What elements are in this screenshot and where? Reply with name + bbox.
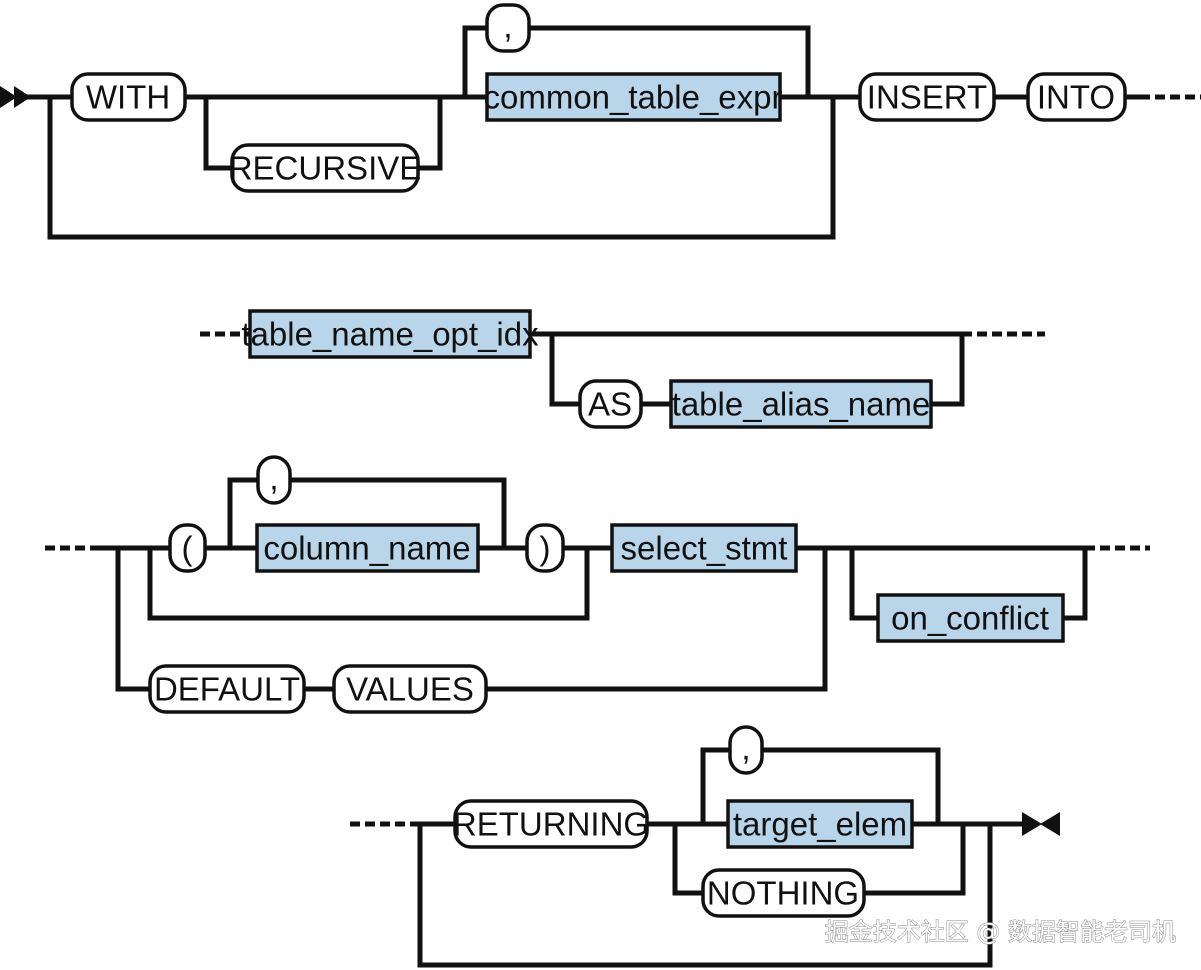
comma-target: , [741,730,750,767]
on-conflict-box [876,593,1065,643]
rparen-box [525,523,565,573]
common-table-expr: common_table_expr [484,79,783,116]
row-with-insert-into: WITH RECURSIVE , common_table_expr INSER… [0,3,1201,240]
target-elem-box [726,799,914,849]
table-name-opt-idx: table_name_opt_idx [241,316,539,353]
nothing-keyword-box [701,868,866,918]
returning-keyword: RETURNING [453,806,649,843]
into-keyword-box [1026,72,1127,122]
insert-keyword: INSERT [867,79,987,116]
nothing-keyword: NOTHING [707,875,859,912]
comma-col: , [269,460,278,497]
row-returning: RETURNING , target_elem NOTHING [350,725,1060,968]
table-name-opt-idx-box [248,309,532,359]
with-keyword-box [70,72,187,122]
returning-keyword-box [453,799,649,849]
default-keyword: DEFAULT [154,671,300,708]
comma-target-box [728,725,764,775]
end-bar-icon [1040,812,1060,836]
table-alias-name-box [669,379,933,429]
with-keyword: WITH [86,79,170,116]
start-arrow-icon [0,86,17,108]
recursive-keyword: RECURSIVE [229,150,422,187]
insert-keyword-box [858,72,996,122]
lparen: ( [182,530,193,567]
row3-default-values-wire [115,545,828,692]
on-conflict: on_conflict [891,600,1049,637]
row4-main-wire [417,747,1025,896]
comma-col-box [256,455,292,505]
row1-skip-with-wire [47,94,836,240]
into-keyword: INTO [1037,79,1115,116]
row4-skip-returning-wire [417,821,993,968]
as-keyword: AS [588,386,632,423]
default-keyword-box [148,664,306,714]
watermark: 掘金技术社区 @ 数据智能老司机 [825,918,1176,946]
lparen-box [168,523,207,573]
comma-cte-box [485,3,531,53]
target-elem: target_elem [733,806,907,843]
column-name-box [255,523,480,573]
comma-cte: , [503,8,512,45]
row-values-source: ( , column_name ) select_stmt on_conflic… [45,455,1150,714]
end-arrow-icon [1022,812,1042,836]
start-arrow-icon-2 [14,86,31,108]
row3-optional-columns-wire [147,545,590,621]
rparen: ) [540,530,551,567]
values-keyword: VALUES [346,671,474,708]
row2-main-wire [527,331,965,407]
column-name: column_name [263,530,470,567]
row-table-name: table_name_opt_idx AS table_alias_name [200,309,1045,429]
table-alias-name: table_alias_name [672,386,931,423]
as-keyword-box [578,379,643,429]
common-table-expr-box [485,72,782,122]
values-keyword-box [332,664,488,714]
select-stmt: select_stmt [621,530,788,567]
select-stmt-box [610,523,798,573]
recursive-keyword-box [230,143,420,193]
